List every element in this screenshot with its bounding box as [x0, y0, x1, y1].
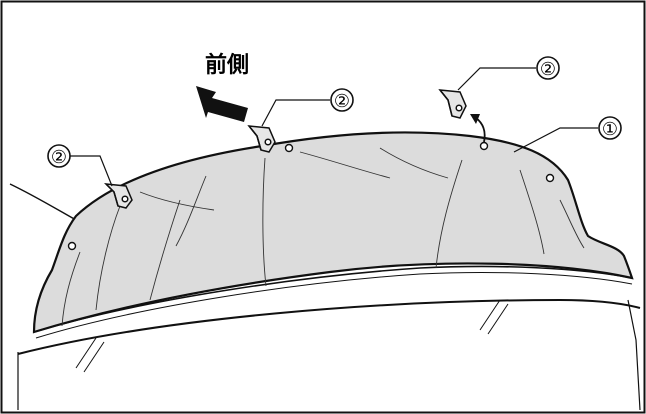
cover-crease-lines	[61, 147, 585, 327]
callout-part-2-center: ②	[334, 91, 350, 112]
front-direction-arrow-icon	[196, 86, 248, 122]
bracket-left	[103, 183, 133, 209]
cover-bottom-rim-inner	[35, 271, 633, 339]
sun-visor-cover	[32, 131, 634, 334]
glass-reflection-marks	[75, 299, 509, 373]
callout-leader-lines	[70, 67, 598, 187]
callout-part-2-left: ②	[51, 147, 67, 168]
bracket-center	[247, 125, 276, 153]
right-pillar-line	[627, 299, 641, 411]
side-contour-line	[9, 183, 77, 221]
windshield-edge	[17, 298, 641, 355]
cover-bottom-rim	[33, 265, 633, 333]
removal-arrow-shaft	[475, 117, 486, 143]
callout-circles	[47, 56, 622, 168]
removal-arrow-head	[470, 114, 480, 124]
cover-screw-holes	[67, 141, 555, 251]
callout-part-2-right: ②	[540, 59, 556, 80]
front-side-label: 前側	[205, 52, 249, 78]
bracket-right	[438, 89, 467, 119]
callout-part-1: ①	[602, 119, 618, 140]
